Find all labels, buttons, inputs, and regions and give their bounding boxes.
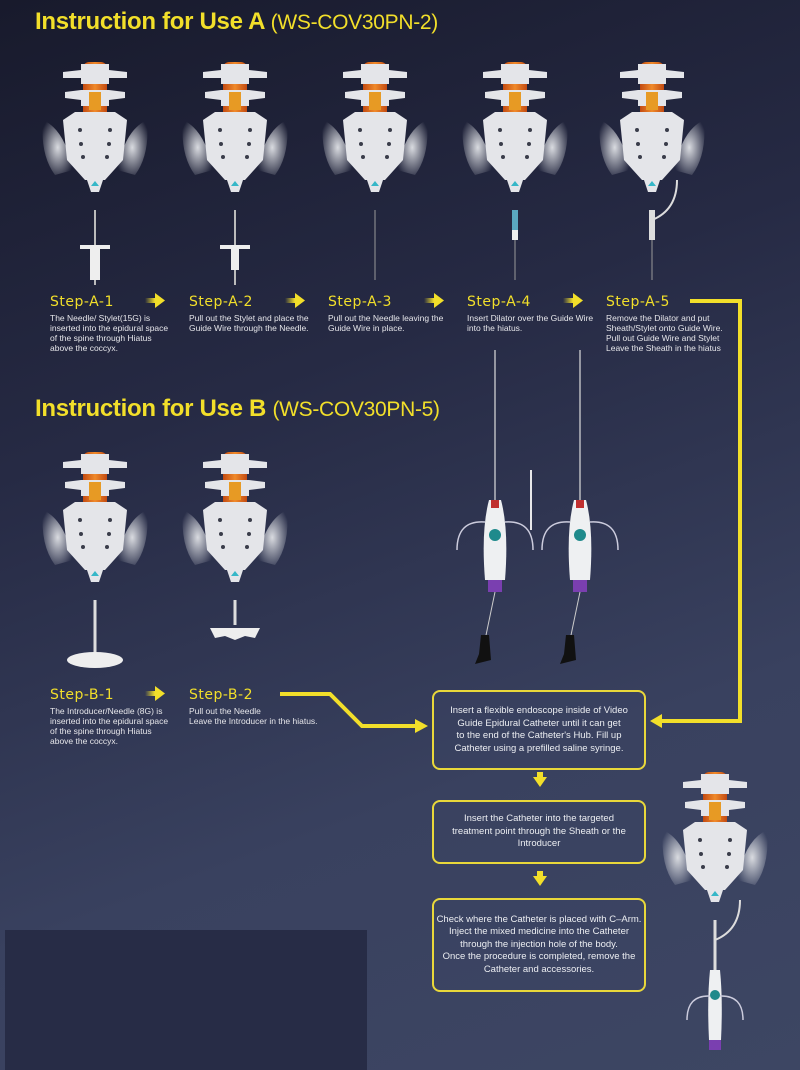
section-a-model-code: (WS-COV30PN-2)	[270, 11, 439, 34]
catheter-with-syringe-illustration	[530, 350, 619, 665]
blank-panel	[5, 930, 367, 1070]
step-label: Step-A-5	[606, 294, 670, 310]
instruction-text: Insert a flexible endoscope inside of Vi…	[450, 705, 628, 754]
step-description: Pull out the Stylet and place the Guide …	[189, 313, 309, 333]
step-label: Step-A-4	[467, 294, 531, 310]
step-b-2-illustration	[182, 452, 288, 640]
step-a-3-illustration	[322, 62, 428, 280]
step-label: Step-B-2	[189, 687, 253, 703]
connector-a5-to-box	[662, 299, 742, 723]
step-label: Step-B-1	[50, 687, 114, 703]
instruction-box-check-placement: Check where the Catheter is placed with …	[432, 898, 646, 992]
arrow-down-icon	[533, 876, 547, 886]
step-a-4-illustration	[462, 62, 568, 280]
instruction-text: Insert the Catheter into the targeted tr…	[452, 813, 626, 850]
step-description: Insert Dilator over the Guide Wire into …	[467, 313, 594, 333]
step-a-2-illustration	[182, 62, 288, 285]
step-description: Remove the Dilator and put Sheath/Stylet…	[606, 313, 723, 353]
section-a-title-text: Instruction for Use A	[35, 8, 265, 35]
step-label: Step-A-2	[189, 294, 253, 310]
step-description: The Needle/ Stylet(15G) is inserted into…	[50, 313, 169, 353]
step-b-1-illustration	[42, 452, 148, 668]
arrow-down-icon	[533, 777, 547, 787]
instruction-text: Check where the Catheter is placed with …	[436, 913, 642, 975]
section-b-title: Instruction for Use B (WS-COV30PN-5)	[35, 395, 440, 423]
section-a-title: Instruction for Use A (WS-COV30PN-2)	[35, 8, 438, 36]
instruction-box-insert-catheter: Insert the Catheter into the targeted tr…	[432, 800, 646, 864]
step-description: Pull out the Needle Leave the Introducer…	[189, 706, 318, 726]
step-label: Step-A-1	[50, 294, 114, 310]
step-a-1-illustration	[42, 62, 148, 285]
step-label: Step-A-3	[328, 294, 392, 310]
section-b-title-text: Instruction for Use B	[35, 395, 267, 422]
step-description: The Introducer/Needle (8G) is inserted i…	[50, 706, 169, 746]
section-b-model-code: (WS-COV30PN-5)	[272, 398, 440, 421]
step-a-5-illustration	[599, 62, 705, 280]
final-catheter-placement-illustration	[662, 772, 768, 1050]
step-description: Pull out the Needle leaving the Guide Wi…	[328, 313, 444, 333]
instruction-box-endoscope: Insert a flexible endoscope inside of Vi…	[432, 690, 646, 770]
